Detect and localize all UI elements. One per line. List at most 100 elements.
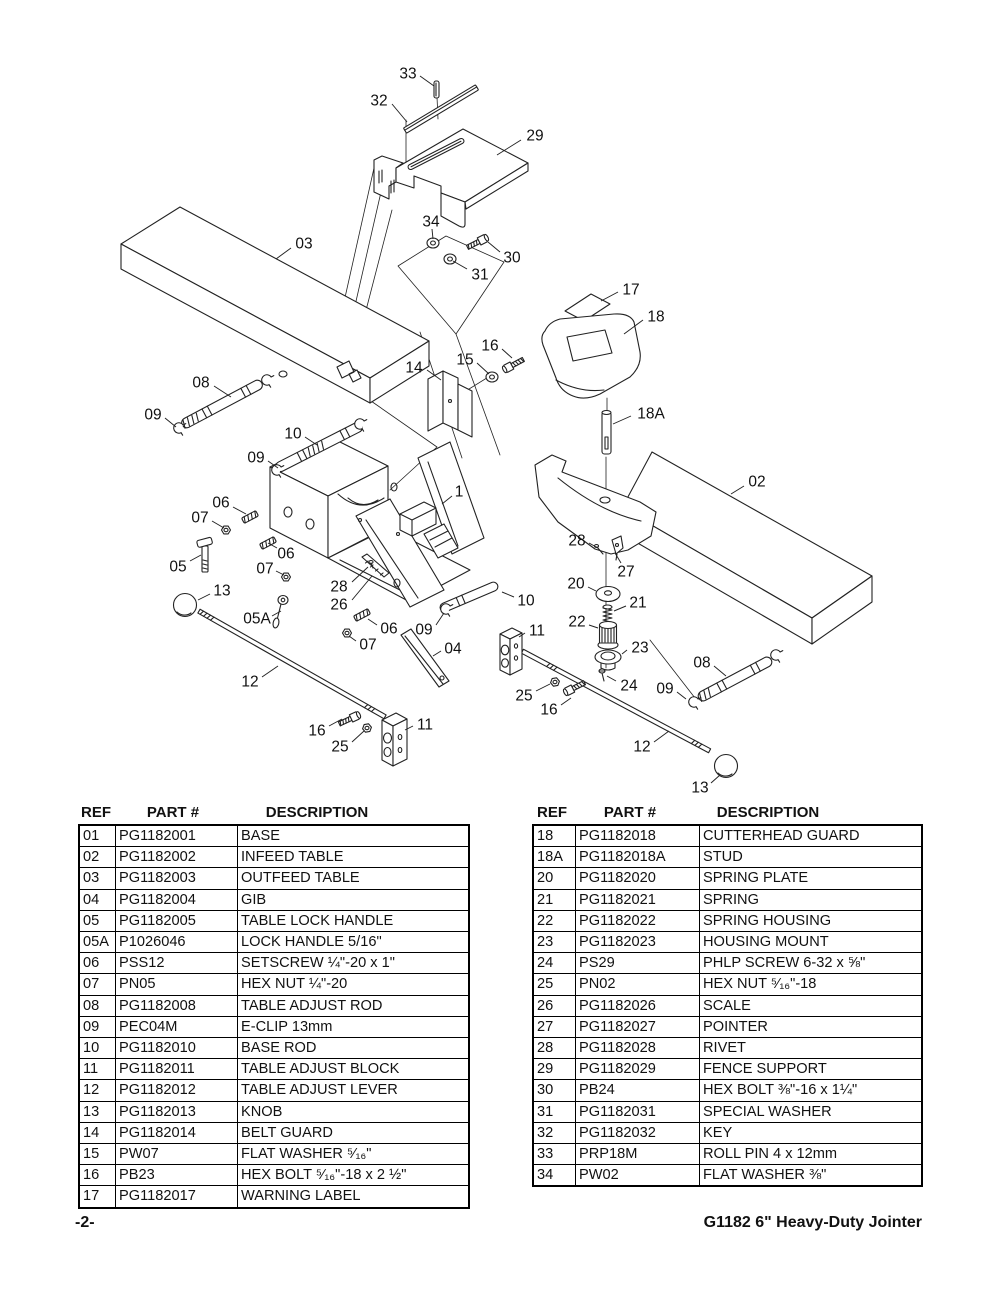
callout-leader-33 [419,75,435,87]
callout-label-31: 31 [471,267,488,284]
part-number-cell: PB24 [575,1079,700,1102]
part-number-cell: PG1182028 [575,1037,700,1060]
description-cell: SPRING [699,888,923,911]
description-cell: BELT GUARD [237,1121,470,1145]
description-cell: SPECIAL WASHER [699,1100,923,1123]
callout-label-25: 25 [515,688,532,705]
part-number-cell: PG1182008 [115,994,238,1017]
exploded-parts-diagram: 33322903343031171818A0214151608091009060… [120,66,873,797]
callout-label-13: 13 [213,583,230,600]
callout-leader-32 [391,103,408,123]
callout-leader-06 [267,542,278,549]
callout-label-11: 11 [417,717,433,734]
callout-label-28: 28 [568,533,585,550]
part-number-cell: PG1182027 [575,1015,700,1039]
callout-label-14: 14 [405,360,423,377]
description-cell: TABLE ADJUST LEVER [237,1079,470,1102]
callout-leader-21 [613,605,627,612]
description-cell: RIVET [699,1037,923,1060]
callout-leader-24 [606,675,617,682]
description-cell: PHLP SCREW 6-32 x ⅝" [699,952,923,975]
callout-label-10: 10 [517,593,535,610]
ref-cell: 17 [78,1185,116,1209]
callout-leader-10 [501,591,515,598]
callout-label-05A: 05A [243,611,271,628]
pointer-drawing [611,535,624,561]
part-number-cell: PG1182018 [575,824,700,848]
ref-cell: 16 [78,1164,116,1187]
part-number-cell: PB23 [115,1164,238,1187]
table-adjust-lever-left-drawing [172,592,387,720]
description-cell: SPRING PLATE [699,867,923,890]
callout-label-33: 33 [399,66,416,83]
callout-label-18: 18 [647,309,664,326]
part-number-cell: PG1182032 [575,1121,700,1145]
part-number-cell: PG1182010 [115,1037,238,1060]
part-number-cell: PG1182031 [575,1100,700,1123]
outfeed-table-drawing [120,206,430,404]
column-header-part: PART # [603,803,657,821]
ref-cell: 28 [532,1037,576,1060]
callout-label-28: 28 [330,579,347,596]
callout-leader-10 [304,436,318,446]
part-number-cell: PS29 [575,952,700,975]
description-cell: SETSCREW ¼"-20 x 1" [237,952,470,975]
column-header-ref: REF [81,803,111,821]
description-cell: BASE [237,824,470,848]
callout-label-06: 06 [212,495,229,512]
description-cell: STUD [699,846,923,869]
ref-cell: 06 [78,952,116,975]
callout-leader-18A [612,415,632,425]
part-number-cell: PG1182022 [575,909,700,933]
description-cell: HOUSING MOUNT [699,931,923,954]
part-number-cell: PG1182011 [115,1058,238,1081]
callout-label-09: 09 [415,622,432,639]
callout-leader-34 [431,228,434,240]
callout-leader-12 [261,665,279,678]
description-cell: FENCE SUPPORT [699,1058,923,1081]
description-cell: ROLL PIN 4 x 12mm [699,1143,923,1166]
ref-cell: 33 [532,1143,576,1166]
callout-leader-28 [351,566,369,583]
ref-cell: 14 [78,1121,116,1145]
callout-leader-03 [275,247,292,260]
callout-label-16: 16 [481,338,498,355]
part-number-cell: PG1182017 [115,1185,238,1209]
description-cell: HEX BOLT ⅜"-16 x 1¼" [699,1079,923,1102]
description-cell: HEX NUT ¼"-20 [237,973,470,996]
callout-leader-18 [623,319,644,335]
ref-cell: 09 [78,1015,116,1039]
callout-label-27: 27 [617,564,634,581]
callout-leader-06 [232,506,247,515]
parts-table-right-header: REF PART # DESCRIPTION [532,800,923,824]
callout-label-25: 25 [331,739,348,756]
ref-cell: 04 [78,888,116,911]
column-header-part: PART # [146,803,200,821]
page-footer: -2- G1182 6" Heavy-Duty Jointer [75,1214,922,1232]
fence-support-drawing [373,128,529,228]
special-washer-31-drawing [443,253,457,265]
callout-label-11: 11 [529,623,545,640]
base-rod-right-drawing [438,581,499,617]
footer-model-title: G1182 6" Heavy-Duty Jointer [703,1214,922,1231]
part-number-cell: PG1182004 [115,888,238,911]
ref-cell: 05A [78,931,116,954]
hex-bolt-16-top-drawing [500,355,526,375]
table-adjust-block-left-drawing [381,712,408,767]
ref-cell: 10 [78,1037,116,1060]
callout-label-07: 07 [191,510,208,527]
table-lock-handle-drawing [196,536,213,573]
parts-table-left-header: REF PART # DESCRIPTION [78,800,470,824]
description-cell: INFEED TABLE [237,846,470,869]
callout-label-23: 23 [631,640,648,657]
ref-cell: 13 [78,1100,116,1123]
ref-cell: 05 [78,909,116,933]
